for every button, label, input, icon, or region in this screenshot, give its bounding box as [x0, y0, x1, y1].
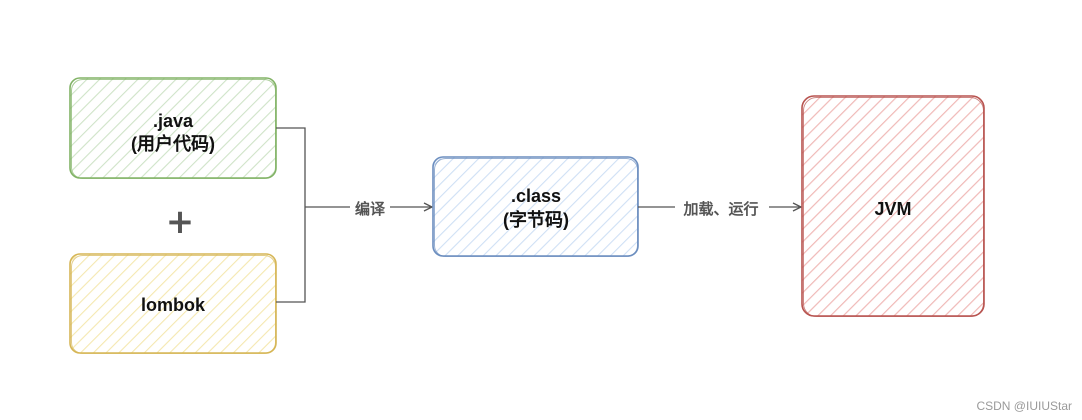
arrow-compile: 编译 — [305, 197, 432, 219]
watermark: CSDN @IUIUStar — [976, 399, 1072, 413]
jvm-node: JVM — [801, 95, 985, 317]
class-bytecode-node: .class (字节码) — [432, 156, 639, 257]
load-run-label: 加载、运行 — [682, 200, 758, 218]
lombok-node: lombok — [69, 253, 277, 354]
merge-bracket — [276, 127, 306, 303]
java-source-title: .java — [153, 111, 194, 131]
lombok-label: lombok — [141, 295, 206, 315]
plus-operator: + — [166, 202, 195, 242]
java-source-subtitle: (用户代码) — [131, 133, 215, 154]
compile-label: 编译 — [355, 200, 386, 218]
java-source-node: .java (用户代码) — [69, 77, 277, 179]
class-subtitle: (字节码) — [503, 209, 569, 230]
class-title: .class — [511, 186, 561, 206]
jvm-label: JVM — [874, 199, 911, 219]
arrow-load-run: 加载、运行 — [638, 197, 801, 219]
